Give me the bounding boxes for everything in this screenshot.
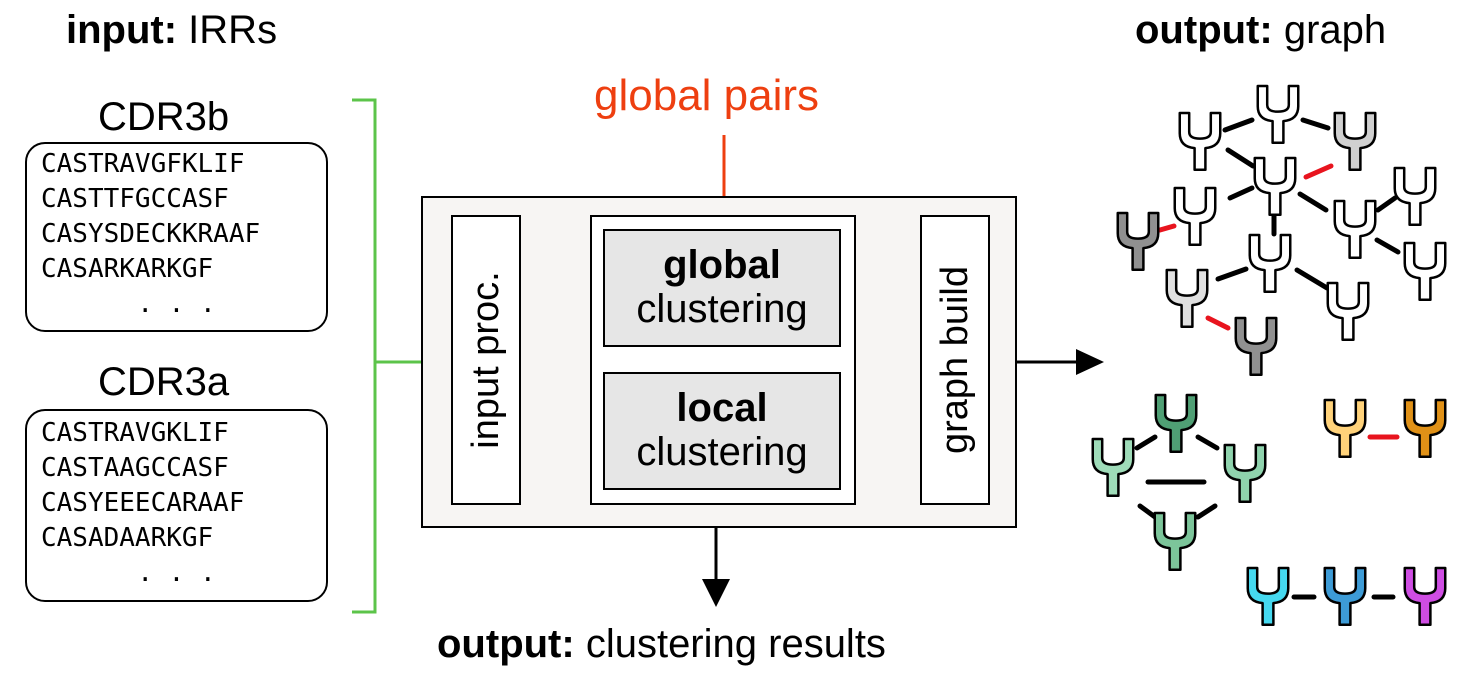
arrow-to-results-head (702, 579, 730, 607)
receptor-icon (1333, 111, 1377, 171)
local-clustering-bold: local (676, 386, 768, 430)
global-pairs-label: global pairs (594, 71, 820, 120)
receptor-icons (1091, 84, 1447, 626)
cdr3a-ellipsis: . . . (137, 558, 216, 588)
receptor-icon (1154, 393, 1198, 453)
input-heading: input: IRRs (66, 8, 278, 52)
receptor-icon (1153, 511, 1197, 571)
receptor-icon (1323, 398, 1367, 458)
global-clustering-bold: global (663, 243, 781, 287)
cdr3a-seq-1: CASTRAVGKLIF (41, 418, 229, 448)
input-bracket (352, 98, 377, 614)
receptor-icon (1256, 84, 1300, 144)
receptor-icon (1403, 241, 1447, 301)
graph-build-box: graph build (920, 215, 990, 505)
receptor-icon (1403, 398, 1447, 458)
cdr3a-sequence-box: CASTRAVGKLIF CASTAAGCCASF CASYEEECARAAF … (25, 409, 328, 602)
global-clustering-box: global clustering (603, 229, 841, 347)
cdr3a-seq-4: CASADAARKGF (41, 523, 214, 553)
graph-build-label: graph build (934, 265, 976, 455)
receptor-icon (1178, 111, 1222, 171)
arrow-to-graph-output-head (1076, 349, 1104, 375)
cdr3b-ellipsis: . . . (137, 289, 216, 319)
receptor-icon (1248, 233, 1292, 293)
receptor-icon (1403, 566, 1447, 626)
network-edges (1134, 117, 1401, 600)
cdr3b-seq-2: CASTTFGCCASF (41, 184, 229, 214)
output-results-heading: output: clustering results (437, 622, 886, 666)
receptor-icon (1326, 281, 1370, 341)
cdr3a-seq-2: CASTAAGCCASF (41, 453, 229, 483)
receptor-icon (1323, 566, 1367, 626)
cdr3b-seq-4: CASARKARKGF (41, 254, 214, 284)
cdr3a-seq-3: CASYEEECARAAF (41, 488, 245, 518)
global-clustering-text: clustering (636, 287, 808, 331)
receptor-icon (1223, 443, 1267, 503)
cdr3b-seq-1: CASTRAVGFKLIF (41, 149, 245, 179)
cdr3b-seq-3: CASYSDECKKRAAF (41, 219, 261, 249)
receptor-icon (1116, 211, 1160, 271)
cdr3b-title: CDR3b (98, 95, 230, 139)
local-clustering-text: clustering (636, 430, 808, 474)
receptor-icon (1333, 199, 1377, 259)
output-graph-heading: output: graph (1135, 8, 1387, 52)
receptor-icon (1253, 156, 1297, 216)
receptor-icon (1246, 566, 1290, 626)
receptor-icon (1234, 316, 1278, 376)
input-proc-box: input proc. (451, 215, 521, 505)
local-clustering-box: local clustering (603, 372, 841, 490)
receptor-icon (1393, 166, 1437, 226)
input-proc-label: input proc. (465, 271, 507, 449)
receptor-icon (1173, 186, 1217, 246)
cdr3b-sequence-box: CASTRAVGFKLIF CASTTFGCCASF CASYSDECKKRAA… (25, 142, 328, 332)
receptor-icon (1091, 437, 1135, 497)
cdr3a-title: CDR3a (98, 360, 230, 404)
receptor-icon (1165, 268, 1209, 328)
